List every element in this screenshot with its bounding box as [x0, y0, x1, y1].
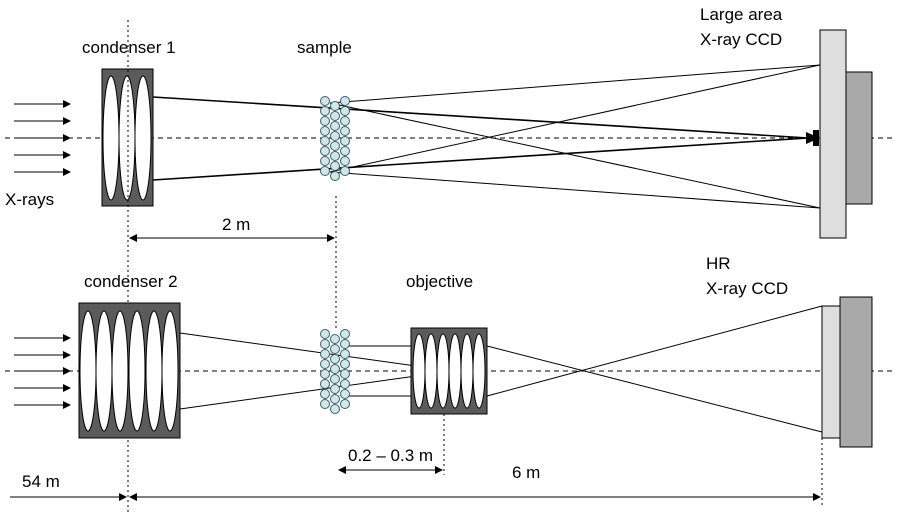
- distance-6m-label: 6 m: [512, 463, 540, 482]
- xrays-label: X-rays: [5, 190, 54, 209]
- bottom-setup: [5, 296, 896, 505]
- hr-ccd-label-line2: X-ray CCD: [706, 279, 788, 298]
- hr-ccd-label-line1: HR: [706, 254, 731, 273]
- condenser-2-lens: [78, 302, 181, 439]
- top-beam-lower: [152, 137, 809, 181]
- top-xray-arrows: [14, 100, 71, 176]
- sample-label: sample: [297, 38, 352, 57]
- objective-lens: [410, 327, 488, 415]
- objective-label: objective: [406, 272, 473, 291]
- condenser-1-label: condenser 1: [82, 38, 176, 57]
- distance-54m-label: 54 m: [22, 472, 60, 491]
- top-scatter-rays: [329, 64, 821, 209]
- large-area-ccd: [819, 29, 873, 239]
- bottom-beam-upper: [179, 332, 453, 372]
- top-setup: [5, 20, 896, 512]
- bottom-parallel-rays: [345, 345, 415, 397]
- hr-ccd: [821, 296, 873, 448]
- top-sample: [320, 96, 350, 181]
- bottom-beam-lower: [179, 370, 453, 410]
- large-area-ccd-label-line2: X-ray CCD: [700, 30, 782, 49]
- top-beam-upper: [152, 96, 809, 139]
- distance-2m-label: 2 m: [222, 215, 250, 234]
- condenser-1-lens: [101, 68, 154, 207]
- bottom-sample: [320, 329, 350, 414]
- bottom-image-rays: [486, 305, 823, 433]
- bottom-xray-arrows: [14, 334, 71, 409]
- condenser-2-label: condenser 2: [84, 272, 178, 291]
- distance-02-03m-label: 0.2 – 0.3 m: [348, 446, 433, 465]
- top-focus-mark: [813, 130, 819, 146]
- large-area-ccd-label-line1: Large area: [700, 5, 783, 24]
